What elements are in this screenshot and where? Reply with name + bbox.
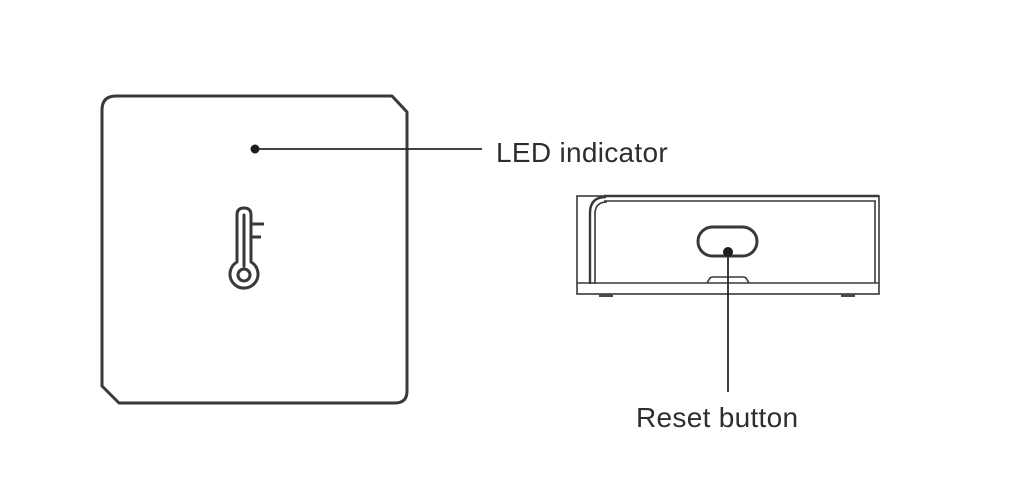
front-view-body-outline: [100, 94, 409, 405]
left-foot: [599, 294, 613, 297]
reset-button-label: Reset button: [636, 402, 798, 433]
right-foot: [841, 294, 855, 297]
front-view: [100, 94, 409, 405]
led-indicator-label: LED indicator: [496, 137, 668, 168]
thermometer-icon: [228, 206, 264, 290]
led-indicator-dot: [250, 144, 260, 154]
